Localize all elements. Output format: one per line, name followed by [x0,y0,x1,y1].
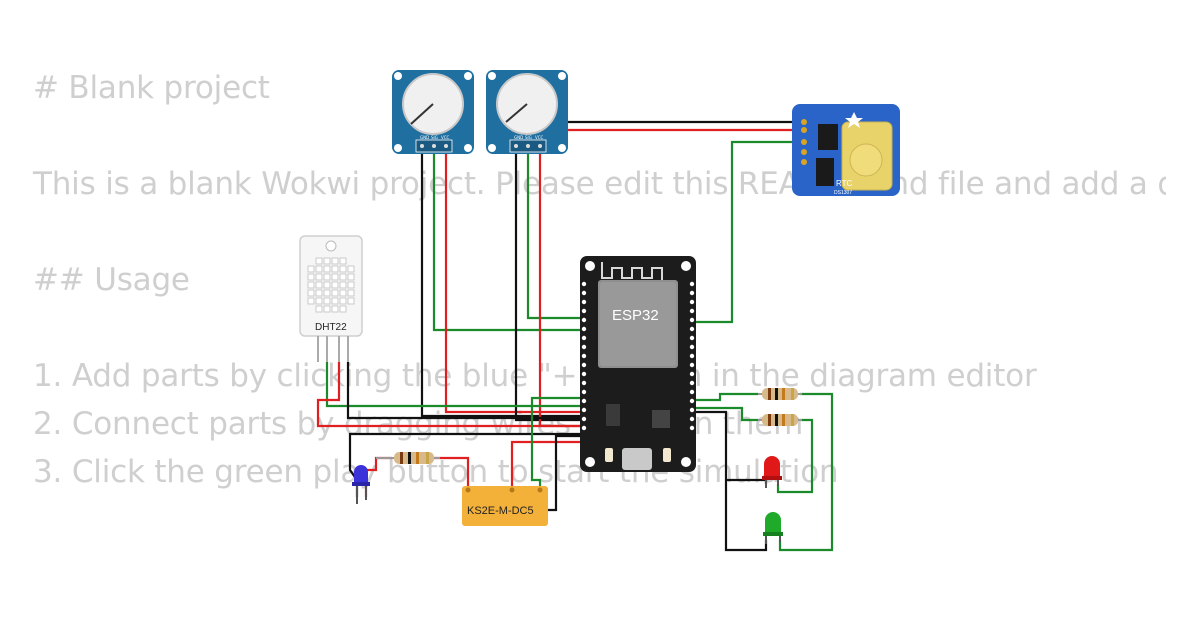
readme-usage-heading: ## Usage [33,262,190,298]
wire-rtc-sda[interactable] [688,140,802,324]
resistor-1[interactable] [376,452,440,464]
resistor-2[interactable] [758,388,802,400]
rtc-label: RTC [836,179,853,188]
star-logo-icon [845,112,863,128]
antenna-icon [601,262,663,284]
wire-res2-in[interactable] [688,406,758,422]
potentiometer-1[interactable]: GND SIG VCC [392,70,474,154]
wire-res2-out[interactable] [776,418,814,494]
wire-pot1-sig[interactable] [432,145,590,332]
usb-port [622,448,652,470]
wire-relay-in[interactable] [530,396,590,488]
pot2-pin-sig: SIG [525,135,532,140]
relay-label: KS2E-M-DC5 [467,505,534,517]
wire-pot1-gnd[interactable] [420,145,590,418]
relay-module[interactable]: KS2E-M-DC5 [462,486,548,526]
header-pins[interactable] [581,281,695,431]
dht22-sensor[interactable]: DHT22 [299,235,363,362]
wire-rtc-vcc[interactable] [528,128,802,138]
wire-pot1-vcc[interactable] [444,145,590,414]
readme-panel: # Blank project This is a blank Wokwi pr… [33,70,1166,490]
wire-res1-in[interactable] [688,392,758,402]
dht22-label: DHT22 [315,322,347,333]
pot1-pin-gnd: GND [420,135,429,140]
wires[interactable] [316,120,834,552]
readme-description: This is a blank Wokwi project. Please ed… [33,166,1166,202]
wire-relay-coil[interactable] [432,456,470,488]
rtc-chip-label: DS1307 [834,190,852,196]
potentiometer-2[interactable]: GND SIG VCC [486,70,568,154]
esp32-board[interactable]: ESP32 [580,256,696,472]
wire-relay-com[interactable] [510,440,590,488]
rtc-module[interactable]: RTC DS1307 [792,104,900,196]
led-green[interactable] [763,512,783,544]
pot2-pin-gnd: GND [514,135,523,140]
wire-led-blue-anode[interactable] [364,456,392,497]
resistor-3[interactable] [758,414,802,426]
wire-res1-out[interactable] [778,392,834,552]
readme-step-3: 3. Click the green play button to start … [33,454,839,490]
knob-pointer-icon [410,103,434,125]
readme-title: # Blank project [33,70,270,106]
readme-step-1: 1. Add parts by clicking the blue "+" bu… [33,358,1037,394]
wire-pot2-gnd[interactable] [514,145,590,422]
wire-led-red-gnd[interactable] [726,478,768,484]
led-red[interactable] [762,456,782,488]
wire-led-gnd[interactable] [688,410,768,552]
knob-pointer-icon [505,103,528,123]
led-blue[interactable] [352,465,370,504]
wire-pot2-sig[interactable] [526,145,590,320]
pot2-pin-vcc: VCC [535,135,544,140]
wire-dht-sda[interactable] [346,362,590,420]
pot1-pin-sig: SIG [431,135,438,140]
vent-grid [307,257,355,313]
pot1-pin-vcc: VCC [441,135,450,140]
wire-relay-gnd[interactable] [548,434,590,512]
wire-dht-vcc[interactable] [325,362,590,408]
esp32-label: ESP32 [612,307,659,324]
